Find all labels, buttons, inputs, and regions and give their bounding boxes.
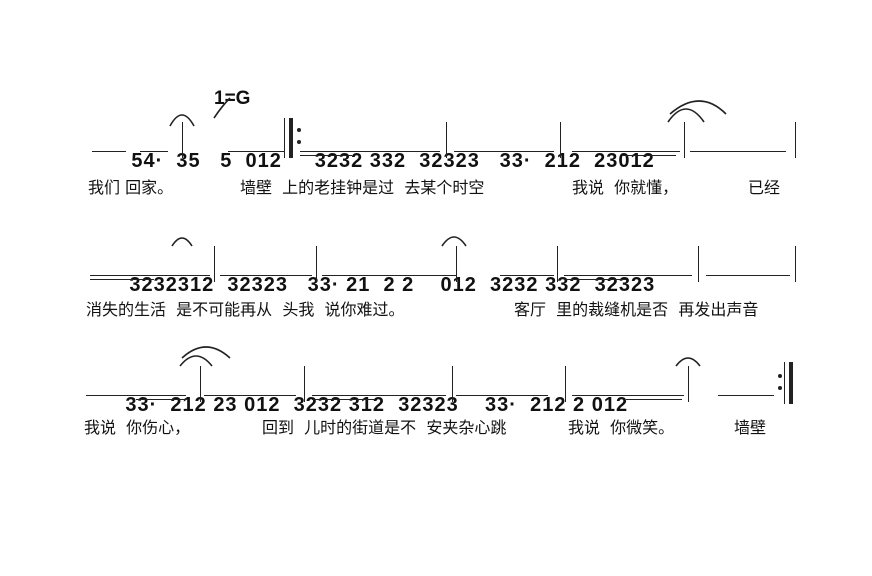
notes-row-3: 33· 212 23 012 3232 312 32323 33· 212 2 …: [125, 394, 629, 416]
key-signature: 1=G: [214, 88, 251, 109]
slur: [171, 237, 193, 247]
note-group: 33·: [499, 150, 532, 172]
slur: [675, 357, 701, 367]
note-group: 212: [544, 150, 581, 172]
lyrics-row-1-d: 已经: [748, 178, 781, 197]
slur: [179, 355, 213, 367]
note-group: 54·: [131, 150, 164, 172]
slur: [181, 346, 231, 359]
lyrics-row-2-a: 消失的生活 是不可能再从 头我 说你难过。: [86, 300, 405, 319]
lyrics-row-3-c: 我说 你微笑。: [568, 418, 675, 437]
note-group: 32323: [419, 150, 480, 172]
lyrics-row-3-a: 我说 你伤心，: [84, 418, 191, 437]
note-group: 332: [369, 150, 407, 172]
note-group: 5: [220, 150, 233, 172]
slur: [213, 97, 231, 119]
slur: [169, 114, 195, 127]
lyrics-row-1-b: 墙壁 上的老挂钟是过 去某个时空: [240, 178, 485, 197]
lyrics-row-3-d: 墙壁: [734, 418, 767, 437]
slur: [441, 236, 467, 247]
note-group: 012: [245, 150, 282, 172]
lyrics-row-1-c: 我说 你就懂，: [572, 178, 679, 197]
notes-row-1: 54· 35 5 012 3232 332 32323 33· 212 2301…: [92, 128, 655, 194]
slur: [669, 100, 727, 115]
lyrics-row-2-b: 客厅 里的裁缝机是否 再发出声音: [514, 300, 759, 319]
lyrics-row-3-b: 回到 儿时的街道是不 安夹杂心跳: [262, 418, 507, 437]
slur: [667, 108, 705, 123]
lyrics-row-1-a: 我们 回家。: [88, 178, 174, 197]
